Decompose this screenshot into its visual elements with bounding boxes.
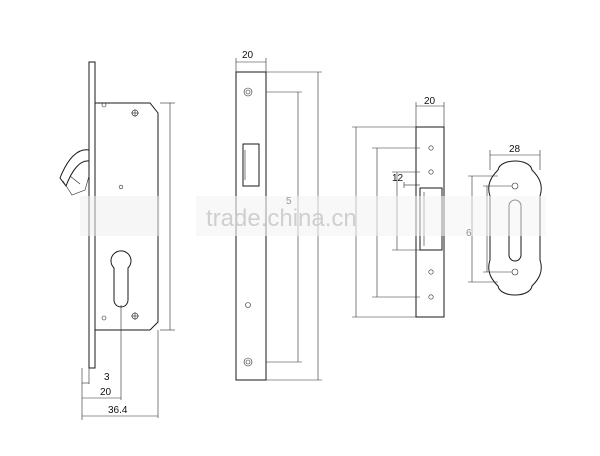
screw-bottom-right [131, 312, 139, 320]
dim-strike-slot: 12 [392, 173, 404, 184]
watermark: trade.china.cn [80, 196, 546, 236]
dim-faceplate-width: 20 [242, 50, 254, 61]
lock-body [59, 61, 175, 420]
dim-total-width: 36.4 [108, 405, 128, 416]
dim-strike-width: 20 [424, 96, 436, 107]
dim-backset: 20 [100, 387, 112, 398]
dim-escutcheon-width: 28 [509, 144, 521, 155]
screw-top-right [131, 109, 139, 117]
watermark-text: trade.china.cn [206, 205, 357, 232]
dim-offset: 3 [104, 372, 110, 383]
